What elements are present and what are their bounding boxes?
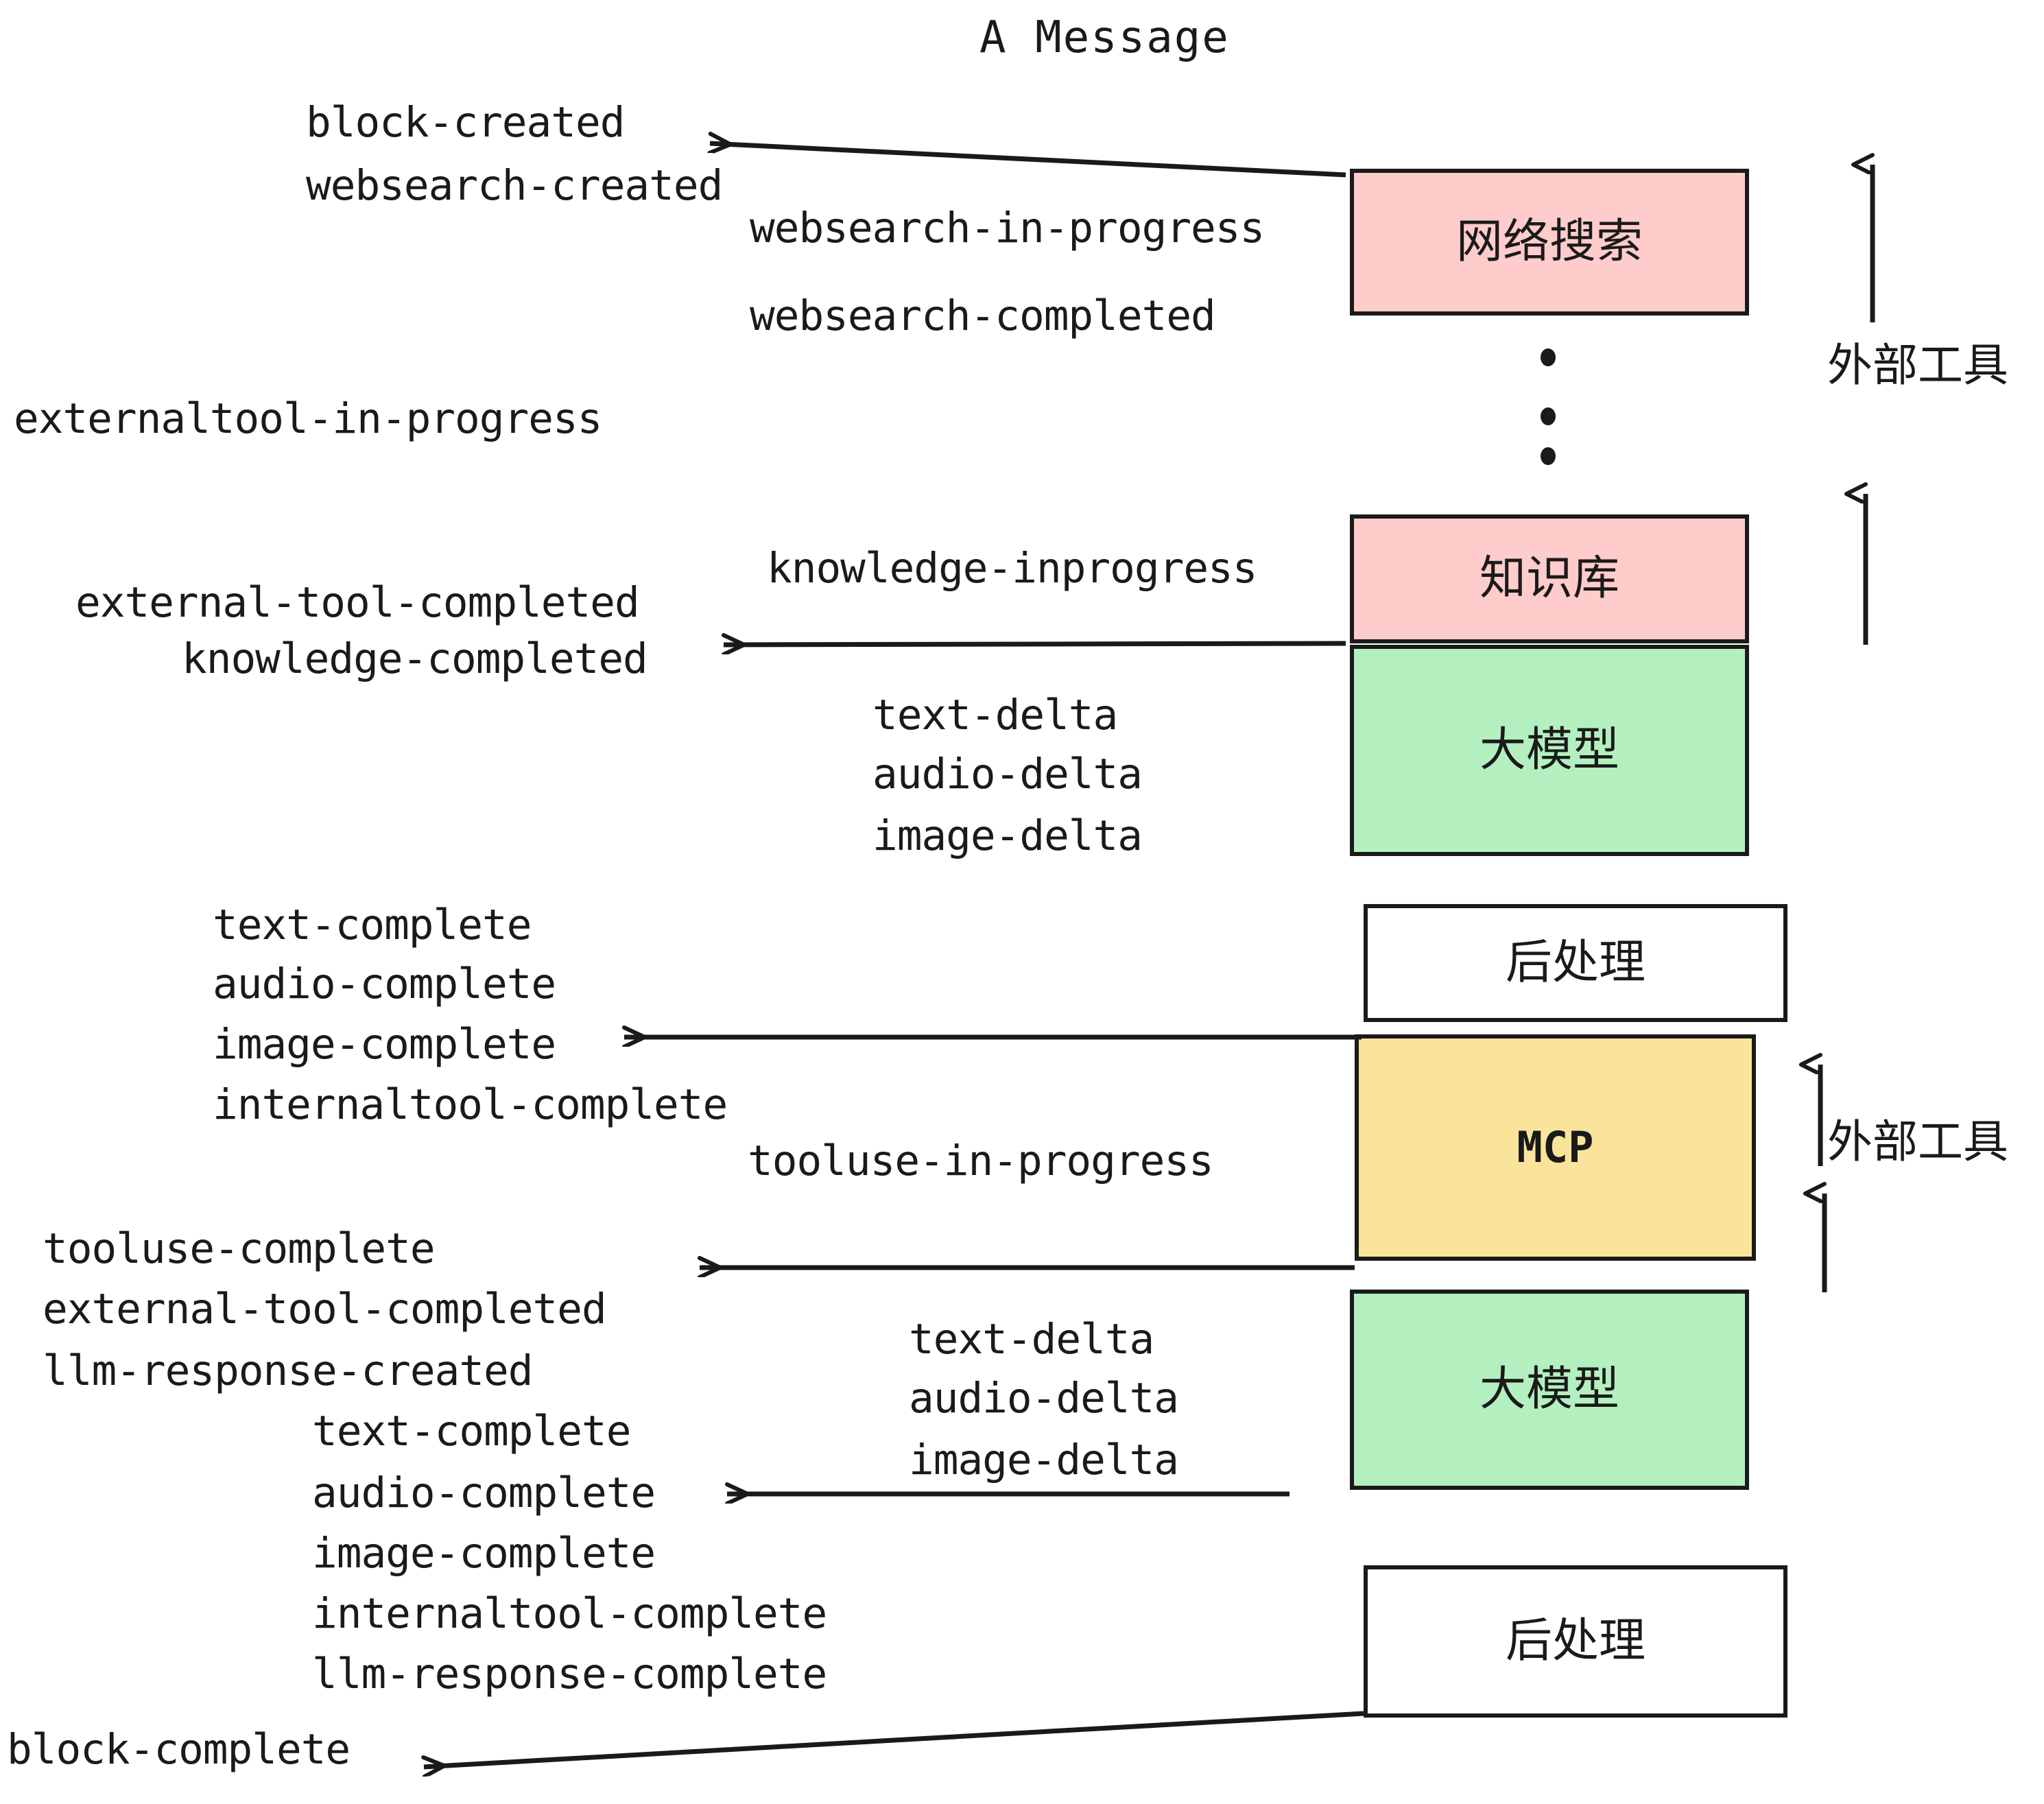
event-label-audio-complete-2: audio-complete — [312, 1469, 656, 1517]
event-label-websearch-completed: websearch-completed — [750, 292, 1216, 340]
event-label-external-tool-completed-1: external-tool-completed — [75, 578, 640, 627]
event-label-text-complete-2: text-complete — [312, 1407, 631, 1456]
event-label-image-delta-2: image-delta — [909, 1436, 1179, 1484]
event-label-tooluse-in-progress: tooluse-in-progress — [748, 1137, 1214, 1185]
event-label-websearch-in-progress: websearch-in-progress — [750, 204, 1265, 252]
node-postprocess-first[interactable]: 后处理 — [1364, 904, 1787, 1022]
node-websearch-label: 网络搜索 — [1455, 215, 1643, 269]
event-label-text-delta-2: text-delta — [909, 1315, 1154, 1364]
node-mcp-label: MCP — [1517, 1122, 1594, 1172]
node-llm-second-label: 大模型 — [1479, 1362, 1619, 1416]
event-label-llm-response-created: llm-response-created — [43, 1346, 534, 1395]
node-llm-first[interactable]: 大模型 — [1350, 645, 1749, 856]
node-knowledge-base[interactable]: 知识库 — [1350, 514, 1749, 643]
node-postprocess-second[interactable]: 后处理 — [1364, 1565, 1787, 1718]
event-label-llm-response-complete: llm-response-complete — [312, 1650, 827, 1698]
event-label-image-complete-1: image-complete — [213, 1020, 556, 1069]
event-label-image-complete-2: image-complete — [312, 1529, 656, 1578]
event-label-text-complete-1: text-complete — [213, 901, 532, 949]
event-label-externaltool-in-progress: externaltool-in-progress — [14, 394, 602, 443]
node-knowledge-base-label: 知识库 — [1479, 551, 1619, 606]
event-label-audio-delta-1: audio-delta — [872, 750, 1143, 798]
side-label-external-tools-bottom: 外部工具 — [1827, 1115, 2008, 1168]
node-llm-second[interactable]: 大模型 — [1350, 1290, 1749, 1490]
event-label-tooluse-complete: tooluse-complete — [43, 1224, 436, 1273]
event-label-knowledge-inprogress: knowledge-inprogress — [767, 544, 1258, 593]
node-postprocess-first-label: 后处理 — [1505, 936, 1645, 990]
event-label-websearch-created: websearch-created — [306, 161, 723, 210]
node-llm-first-label: 大模型 — [1479, 723, 1619, 777]
arrow-postprocess-to-block-complete — [424, 1711, 1364, 1767]
ellipsis-dot — [1541, 348, 1556, 366]
node-postprocess-second-label: 后处理 — [1505, 1614, 1645, 1668]
ellipsis-dot — [1541, 447, 1556, 465]
arrow-websearch-to-block-created — [710, 143, 1346, 178]
event-label-block-created: block-created — [306, 98, 625, 147]
event-label-image-delta-1: image-delta — [872, 811, 1143, 860]
node-mcp[interactable]: MCP — [1355, 1034, 1756, 1261]
side-label-external-tools-top: 外部工具 — [1827, 339, 2008, 392]
event-label-internaltool-complete-1: internaltool-complete — [213, 1080, 728, 1129]
event-label-block-complete: block-complete — [7, 1725, 350, 1774]
event-label-audio-complete-1: audio-complete — [213, 960, 556, 1008]
event-label-internaltool-complete-2: internaltool-complete — [312, 1589, 827, 1638]
page-title: A Message — [979, 12, 1230, 63]
event-label-external-tool-completed-2: external-tool-completed — [43, 1285, 607, 1333]
event-label-text-delta-1: text-delta — [872, 691, 1118, 739]
event-label-audio-delta-2: audio-delta — [909, 1374, 1179, 1423]
event-label-knowledge-completed: knowledge-completed — [182, 634, 648, 683]
node-websearch[interactable]: 网络搜索 — [1350, 169, 1749, 316]
ellipsis-dot — [1541, 407, 1556, 425]
arrow-knowledge-to-knowledge-completed — [724, 643, 1346, 645]
